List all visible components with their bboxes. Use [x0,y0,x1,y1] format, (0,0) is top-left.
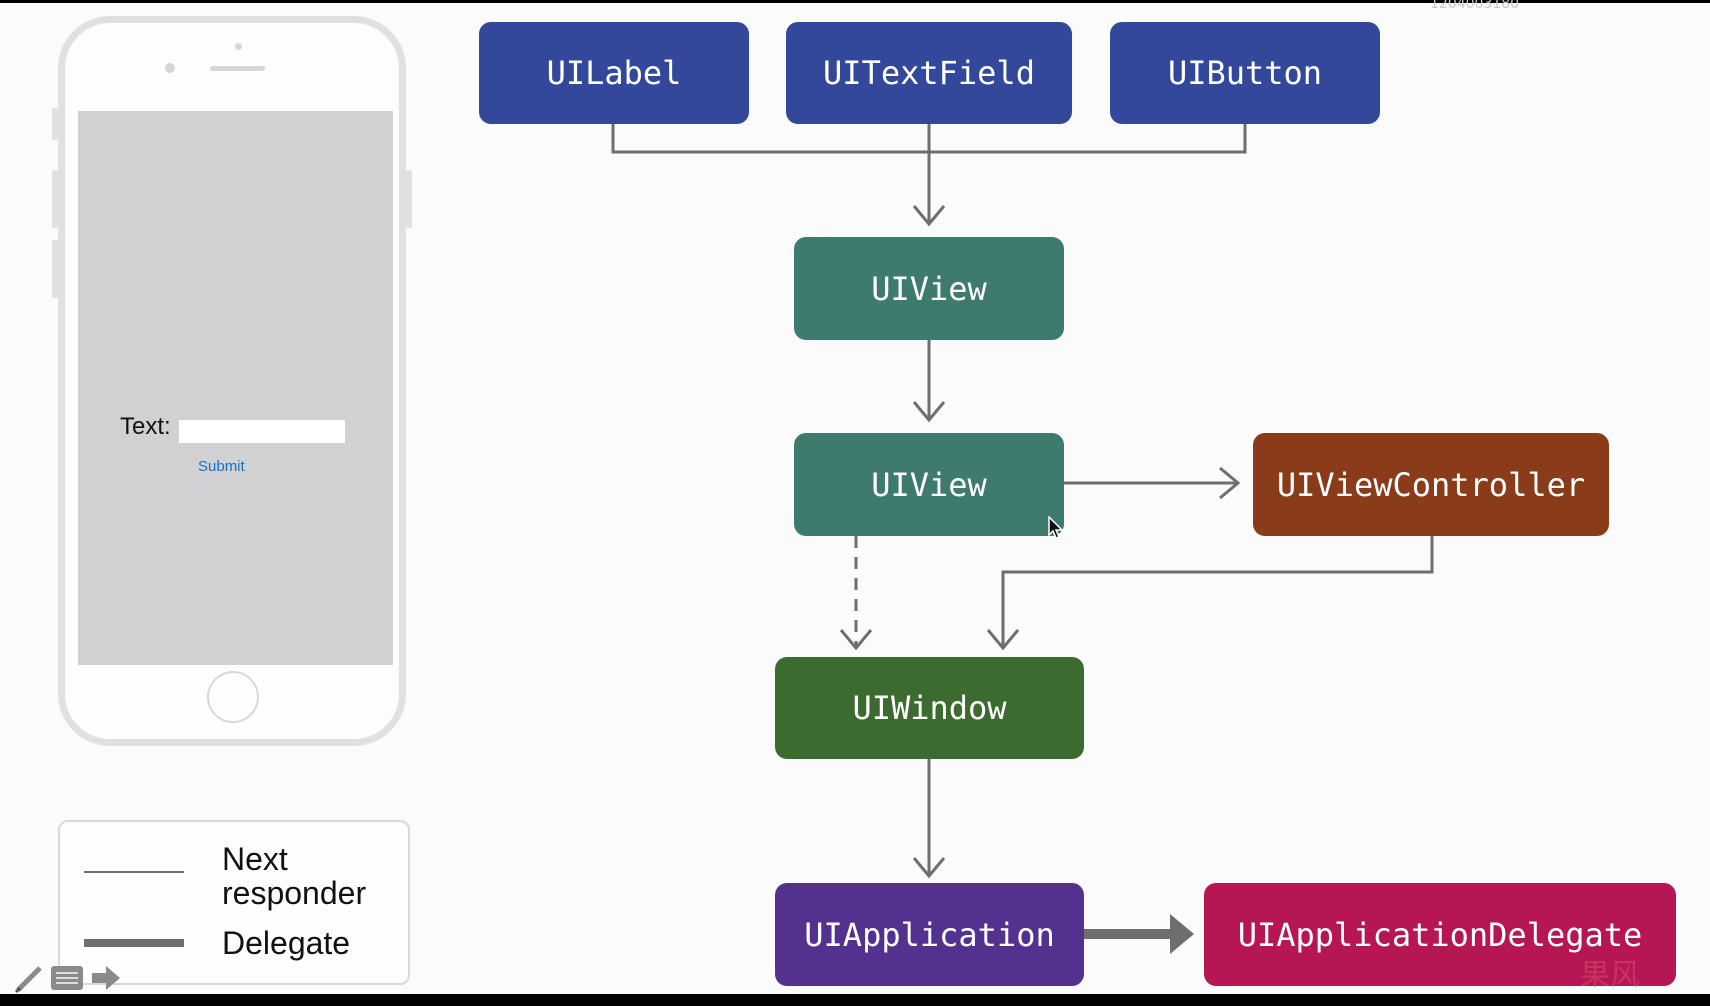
node-uiwindow: UIWindow [775,657,1084,759]
node-uiapplicationdelegate: UIApplicationDelegate [1204,883,1676,986]
legend-delegate-line [84,939,184,947]
phone-volume-up [52,170,58,228]
edge-uiview-mid-to-window-arrowhead [839,629,873,651]
edge-application-to-delegate-arrowhead [1170,914,1194,954]
legend: Next responder Delegate [58,820,410,985]
node-uilabel: UILabel [479,22,749,124]
phone-power-button [406,170,412,228]
node-uiapplication: UIApplication [775,883,1084,986]
phone-sensor [165,63,175,73]
edge-uiview-mid-to-controller-arrowhead [1219,466,1241,500]
phone-camera [235,43,242,50]
edge-controller-to-window [1001,536,1434,648]
node-uitextfield: UITextField [786,22,1072,124]
node-uiviewcontroller: UIViewController [1253,433,1609,536]
submit-button[interactable]: Submit [198,458,245,475]
phone-speaker [210,66,265,71]
phone-mockup: Text: Submit [58,16,406,746]
legend-next-responder-label: Next responder [222,841,367,911]
menu-icon[interactable] [50,964,84,992]
presentation-toolbar [0,962,130,994]
top-watermark: 1204003180 [1430,0,1520,12]
arrow-right-icon[interactable] [90,964,122,992]
edge-uitextfield-arrowhead [912,205,946,227]
text-field-input[interactable] [179,420,345,443]
node-uiview-top: UIView [794,237,1064,340]
legend-delegate-label: Delegate [222,925,351,961]
legend-next-responder-line [84,871,184,873]
edge-uiview-top-arrowhead [912,401,946,423]
pen-icon[interactable] [14,964,46,994]
node-uiview-mid: UIView [794,433,1064,536]
top-border [0,0,1710,3]
mouse-cursor-icon [1048,516,1064,539]
edge-window-to-application-arrowhead [912,857,946,879]
phone-side-button [52,108,58,140]
node-uibutton: UIButton [1110,22,1380,124]
phone-home-button [207,671,259,723]
edge-controller-to-window-arrowhead [986,629,1020,651]
corner-watermark: 果风 [1580,958,1640,993]
phone-volume-down [52,240,58,298]
text-field-label: Text: [120,413,171,440]
phone-screen: Text: Submit [78,111,393,665]
